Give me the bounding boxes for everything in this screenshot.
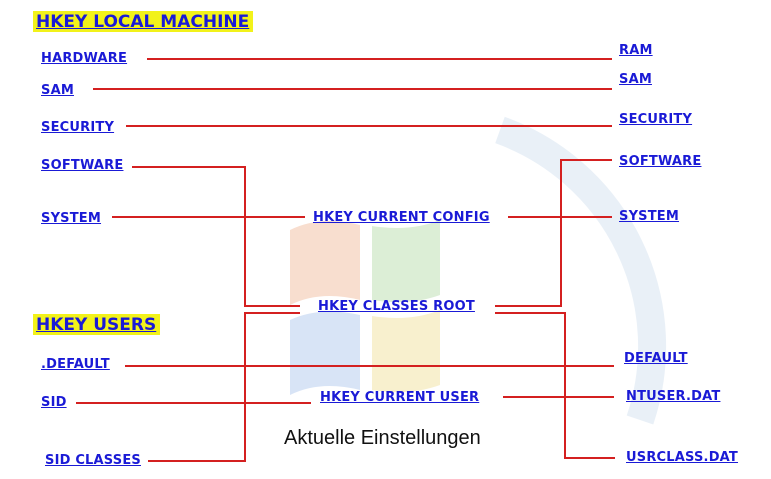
header-hkey-local-machine: HKEY LOCAL MACHINE — [33, 11, 254, 32]
key-ntuser-dat[interactable]: NTUSER.DAT — [626, 389, 721, 404]
line-software-classes-root — [132, 166, 300, 307]
key-sid-classes[interactable]: SID CLASSES — [45, 453, 141, 468]
caption-current-settings: Aktuelle Einstellungen — [284, 427, 481, 449]
key-security-left[interactable]: SECURITY — [41, 120, 115, 135]
key-software-left[interactable]: SOFTWARE — [41, 158, 124, 173]
key-security-right[interactable]: SECURITY — [619, 112, 693, 127]
line-classes-root-usrclass — [495, 312, 615, 459]
line-sid-classes-classes-root — [148, 312, 300, 462]
key-software-right[interactable]: SOFTWARE — [619, 154, 702, 169]
key-hardware[interactable]: HARDWARE — [41, 51, 128, 66]
key-ram[interactable]: RAM — [619, 43, 653, 58]
key-usrclass-dat[interactable]: USRCLASS.DAT — [626, 450, 739, 465]
key-sid[interactable]: SID — [41, 395, 67, 410]
key-hkey-current-config[interactable]: HKEY CURRENT CONFIG — [313, 210, 490, 225]
key-sam-left[interactable]: SAM — [41, 83, 74, 98]
key-default-left[interactable]: .DEFAULT — [41, 357, 110, 372]
key-system-right[interactable]: SYSTEM — [619, 209, 680, 224]
key-hkey-classes-root[interactable]: HKEY CLASSES ROOT — [318, 299, 475, 314]
key-system-left[interactable]: SYSTEM — [41, 211, 102, 226]
key-default-right[interactable]: DEFAULT — [624, 351, 688, 366]
key-hkey-current-user[interactable]: HKEY CURRENT USER — [320, 390, 480, 405]
line-classes-root-software — [495, 159, 612, 307]
key-sam-right[interactable]: SAM — [619, 72, 652, 87]
header-hkey-users: HKEY USERS — [33, 314, 161, 335]
